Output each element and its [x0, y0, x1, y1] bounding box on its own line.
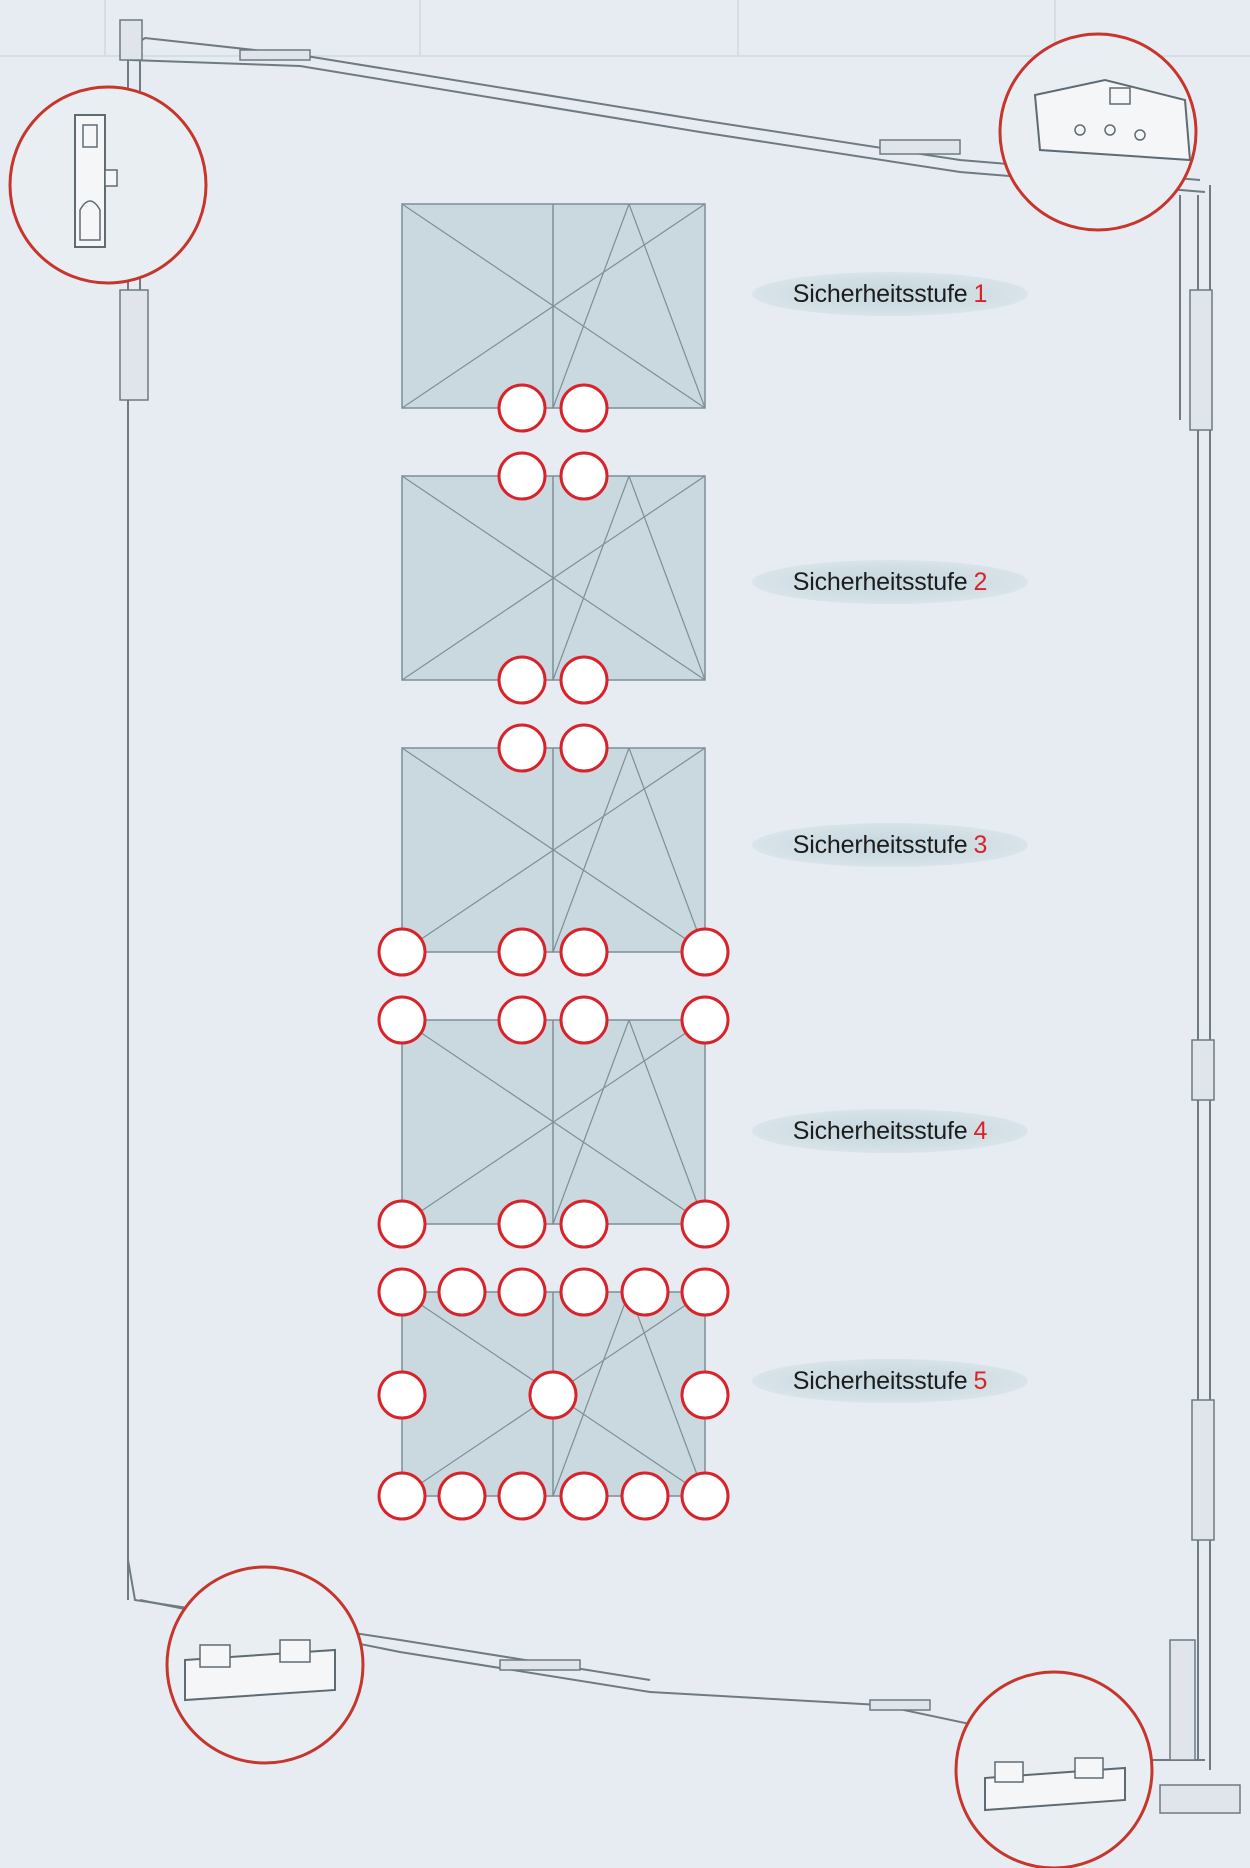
security-level-text: Sicherheitsstufe	[792, 1116, 968, 1145]
lock-point-icon	[680, 1267, 730, 1317]
lock-point-icon	[497, 451, 547, 501]
security-level-text: Sicherheitsstufe	[792, 567, 968, 596]
lock-point-icon	[680, 1471, 730, 1521]
lock-point-icon	[497, 995, 547, 1045]
hardware-detail-top-left	[8, 85, 208, 285]
security-level-text: Sicherheitsstufe	[792, 1366, 968, 1395]
lock-point-icon	[377, 995, 427, 1045]
window-elevation-4	[401, 1019, 706, 1225]
lock-point-icon	[497, 723, 547, 773]
lock-point-icon	[559, 723, 609, 773]
lock-point-icon	[497, 1267, 547, 1317]
tilt-line	[552, 203, 630, 409]
lock-point-icon	[559, 1199, 609, 1249]
security-level-number: 3	[973, 830, 988, 859]
lock-point-icon	[497, 383, 547, 433]
security-level-text: Sicherheitsstufe	[792, 830, 968, 859]
hardware-detail-bottom-left	[165, 1565, 365, 1765]
hardware-detail-bottom-right	[954, 1670, 1154, 1868]
tilt-line	[628, 1019, 706, 1225]
security-level-number: 5	[973, 1366, 988, 1395]
lock-point-icon	[377, 1370, 427, 1420]
hardware-detail-top-right	[998, 32, 1198, 232]
lock-point-icon	[377, 1471, 427, 1521]
lock-point-icon	[680, 927, 730, 977]
lock-point-icon	[497, 1199, 547, 1249]
lock-point-icon	[497, 1471, 547, 1521]
lock-point-icon	[497, 927, 547, 977]
tilt-line	[552, 1291, 630, 1497]
opening-line	[401, 1019, 706, 1225]
tilt-line	[628, 747, 706, 953]
lock-point-icon	[559, 995, 609, 1045]
tilt-line	[552, 475, 630, 681]
tilt-line	[628, 1291, 706, 1497]
lock-point-icon	[620, 1267, 670, 1317]
lock-point-icon	[680, 995, 730, 1045]
lock-point-icon	[377, 1267, 427, 1317]
security-level-number: 1	[973, 279, 988, 308]
lock-point-icon	[620, 1471, 670, 1521]
lock-point-icon	[437, 1471, 487, 1521]
lock-point-icon	[377, 927, 427, 977]
lock-point-icon	[680, 1370, 730, 1420]
lock-point-icon	[680, 1199, 730, 1249]
lock-point-icon	[497, 655, 547, 705]
tilt-line	[628, 203, 706, 409]
opening-line	[401, 747, 706, 953]
window-elevation-1	[401, 203, 706, 409]
lock-point-icon	[559, 451, 609, 501]
window-elevations	[401, 203, 706, 1497]
opening-line	[401, 475, 706, 681]
opening-line	[401, 203, 706, 409]
lock-point-icon	[559, 927, 609, 977]
security-level-number: 4	[973, 1116, 988, 1145]
lock-point-icon	[559, 383, 609, 433]
tilt-line	[552, 747, 630, 953]
hardware-fittings	[119, 19, 1241, 1814]
lock-point-icon	[437, 1267, 487, 1317]
lock-point-icon	[559, 1471, 609, 1521]
lock-points	[377, 383, 730, 1521]
window-elevation-3	[401, 747, 706, 953]
security-level-text: Sicherheitsstufe	[792, 279, 968, 308]
lock-point-icon	[559, 1267, 609, 1317]
lock-point-icon	[377, 1199, 427, 1249]
security-level-number: 2	[973, 567, 988, 596]
lock-point-icon	[559, 655, 609, 705]
tilt-line	[628, 475, 706, 681]
lock-point-icon	[528, 1370, 578, 1420]
window-elevation-2	[401, 475, 706, 681]
tilt-line	[552, 1019, 630, 1225]
